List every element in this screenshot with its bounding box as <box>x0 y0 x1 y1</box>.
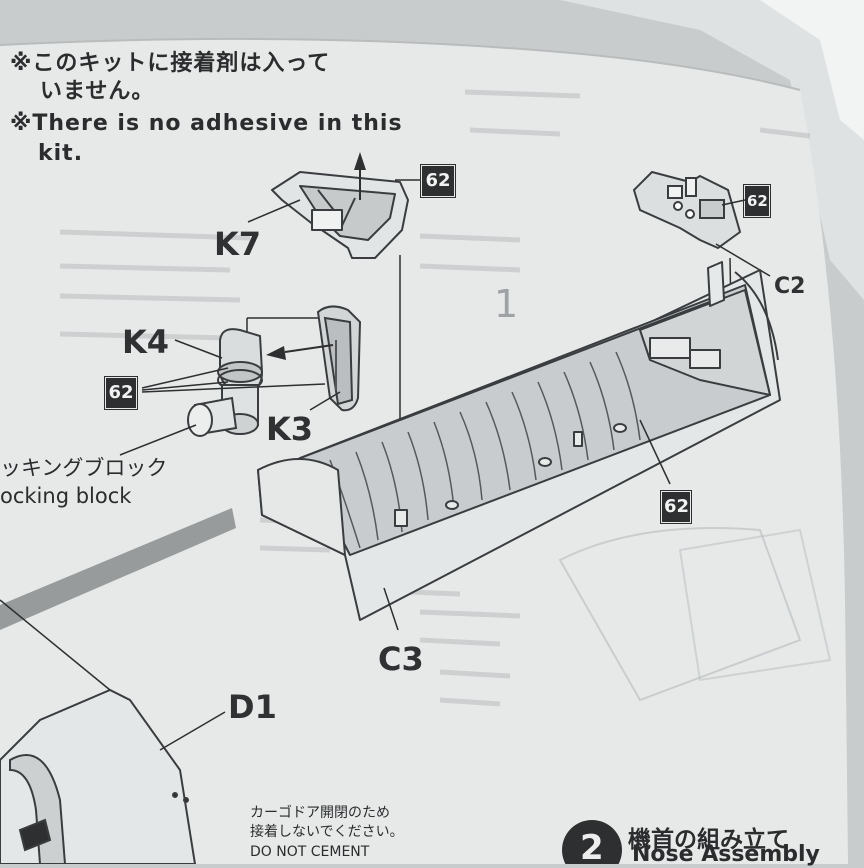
c3-label-leader <box>383 587 399 631</box>
step-2-circle <box>562 820 622 864</box>
c2-badge-leader <box>721 199 746 206</box>
k3-to-k4-arrow-head <box>266 346 286 360</box>
color-badge-k4: 62 <box>104 376 138 410</box>
no-adhesive-note-jp-line1: ※このキットに接着剤は入って <box>10 51 331 76</box>
locking-block-leader <box>119 424 197 456</box>
step-2-title-en: Nose Assembly <box>632 842 820 867</box>
no-adhesive-note-jp-line2: いません。 <box>40 79 155 104</box>
d1-label-leader <box>159 711 226 751</box>
step-2-title-jp: 機首の組み立て <box>628 827 789 853</box>
part-c3 <box>257 261 781 621</box>
plastic-glare <box>760 0 864 140</box>
bleed-through-shape <box>558 527 802 702</box>
d1-guide-line <box>0 599 111 691</box>
c3-ribs <box>329 351 641 549</box>
k3-label-leader <box>309 391 341 411</box>
cargo-door-note-en-line1: DO NOT CEMENT <box>250 844 370 860</box>
locking-block-label-en: ocking block <box>0 484 132 508</box>
no-adhesive-note-en-line2: kit. <box>38 141 84 166</box>
k4-badge-leader-3 <box>141 383 326 393</box>
plastic-sprue-background <box>560 0 864 300</box>
part-label-k7: K7 <box>214 225 262 263</box>
c3-badge-leader <box>639 419 671 485</box>
part-k4 <box>187 328 264 437</box>
color-badge-c3: 62 <box>660 490 692 524</box>
color-badge-k7: 62 <box>420 164 456 198</box>
step-2-number: 2 <box>580 828 604 868</box>
part-label-d1: D1 <box>228 688 277 726</box>
k4-label-leader <box>174 339 223 359</box>
part-label-k3: K3 <box>266 410 314 448</box>
k7-arrow-head <box>354 152 366 170</box>
bleed-through-text <box>59 89 811 707</box>
paper-edge <box>0 37 801 91</box>
k4-badge-leader-2 <box>141 381 229 391</box>
k7-label-leader <box>247 199 301 223</box>
cargo-door-note-jp-line2: 接着しないでください。 <box>250 824 404 840</box>
part-k7 <box>271 171 409 259</box>
part-label-c3: C3 <box>378 640 424 678</box>
step-1-number: 1 <box>494 282 519 326</box>
part-label-c2: C2 <box>774 274 806 299</box>
part-d1 <box>0 688 197 864</box>
part-label-k4: K4 <box>122 323 170 361</box>
bleed-through-shape-2 <box>678 528 832 682</box>
part-c2 <box>632 170 742 250</box>
no-adhesive-note-en-line1: ※There is no adhesive in this <box>10 111 403 136</box>
cargo-door-note-jp-line1: カーゴドア開閉のため <box>250 805 390 821</box>
part-k3 <box>316 305 362 412</box>
color-badge-c2: 62 <box>743 184 771 218</box>
k4-badge-leader-1 <box>141 367 229 389</box>
k3-to-k4-arrow <box>284 344 334 353</box>
locking-block-label-jp: ッキングブロック <box>0 456 168 480</box>
diagonal-stripe <box>0 508 236 630</box>
